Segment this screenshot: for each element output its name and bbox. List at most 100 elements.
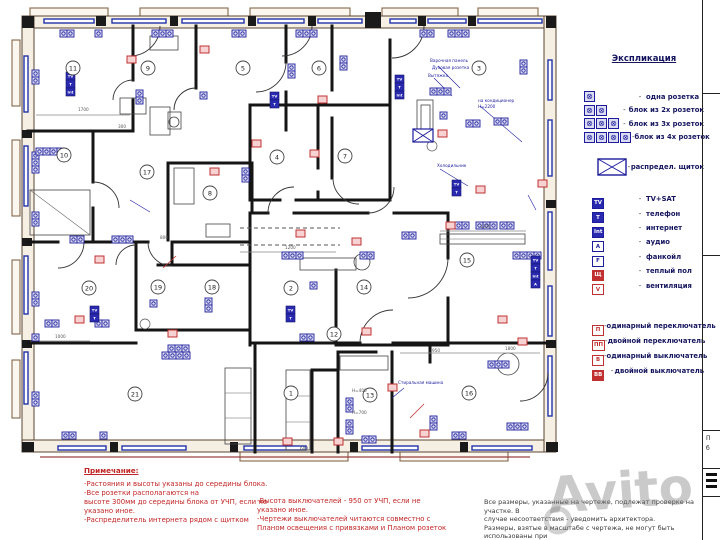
wall-pier xyxy=(418,16,426,26)
outlet-glyph xyxy=(453,433,458,438)
outlet-gang-icon: ⊗ xyxy=(584,104,595,116)
signal-outlet-letter: T xyxy=(398,85,401,90)
switch-icon: ПП xyxy=(592,339,606,351)
outlet-glyph xyxy=(347,399,352,404)
outlet-glyph xyxy=(127,237,132,242)
note-line: высоте 300мм до середины блока от УЧП, е… xyxy=(84,498,268,507)
outlet-symbol xyxy=(31,291,40,300)
outlet-symbol xyxy=(31,69,40,78)
outlet-glyph xyxy=(233,31,238,36)
signal-icon-wrap: Щ xyxy=(584,261,634,281)
legend-row: ⊗⊗⊗-блок из 3х розеток xyxy=(584,117,704,131)
outlet-symbol xyxy=(345,404,354,413)
signal-outlet-symbol xyxy=(394,90,405,100)
legend-dash: - xyxy=(638,238,642,247)
outlet-symbol xyxy=(69,235,78,244)
wall-pier xyxy=(546,200,556,208)
annotation-label: на кондиционер xyxy=(478,98,515,103)
outlet-glyph xyxy=(441,113,446,118)
window xyxy=(23,145,29,207)
outlet-icon: ⊗ xyxy=(584,91,634,103)
outlet-symbol xyxy=(238,29,247,38)
wall-pier xyxy=(365,12,381,28)
wall-pier xyxy=(468,16,476,26)
outlet-glyph xyxy=(33,220,38,225)
outlet-gang-icon: ⊗ xyxy=(584,131,595,143)
distribution-panel-symbol xyxy=(412,128,434,143)
room-number-circle xyxy=(283,280,299,296)
leader-line xyxy=(129,199,151,213)
signal-outlet-letter: A xyxy=(534,282,537,287)
outlet-symbol xyxy=(306,333,315,342)
outlet-symbol xyxy=(231,29,240,38)
switch-symbol xyxy=(517,337,528,346)
outlet-symbol xyxy=(51,319,60,328)
room-number-circle xyxy=(356,279,372,295)
room-number: 10 xyxy=(60,151,68,159)
outlet-symbol xyxy=(408,231,417,240)
outlet-symbol xyxy=(44,319,53,328)
signal-outlet-letter: T xyxy=(93,316,96,321)
note-line: указано иное. xyxy=(257,505,308,514)
outlet-symbol xyxy=(31,165,40,174)
outlet-symbol xyxy=(401,231,410,240)
notes-middle: -Высота выключателей - 950 от УЧП, если … xyxy=(257,497,465,533)
щ-icon: Щ xyxy=(592,269,604,281)
legend-dash: - xyxy=(623,106,626,115)
outlet-symbol xyxy=(451,431,460,440)
switch-symbol xyxy=(199,45,210,54)
outlet-symbol xyxy=(151,29,160,38)
outlet-glyph xyxy=(467,121,472,126)
legend-label: блок из 4х розеток xyxy=(634,133,710,142)
switch-symbol xyxy=(74,315,85,324)
note-line: указано иное. xyxy=(84,507,135,516)
legend-dash: - xyxy=(638,209,642,218)
leader-line xyxy=(527,194,537,211)
furniture xyxy=(173,167,195,205)
signal-outlet-letter: TV xyxy=(533,258,539,263)
legend-row: T-телефон xyxy=(584,206,704,224)
outlet-glyph xyxy=(484,223,489,228)
wall-pier xyxy=(546,442,558,452)
legend-dash: - xyxy=(638,281,642,290)
outlet-glyph xyxy=(33,167,38,172)
legend: Экспликация ⊗-одна розетка⊗⊗-блок из 2х … xyxy=(584,54,716,381)
outlet-symbol xyxy=(76,235,85,244)
facade-segment xyxy=(11,39,21,107)
signal-outlet-symbol xyxy=(530,279,541,289)
window xyxy=(121,445,187,451)
room-number: 15 xyxy=(463,256,471,264)
outlet-glyph xyxy=(37,149,42,154)
outlet-symbol xyxy=(161,351,170,360)
outlet-symbol xyxy=(174,344,183,353)
room-number-circle xyxy=(127,386,143,402)
room-number-circle xyxy=(283,385,299,401)
furniture xyxy=(205,223,231,238)
legend-row: V-вентиляция xyxy=(584,278,704,296)
outlet-gang-icon: ⊗ xyxy=(596,118,607,130)
legend-dash: - xyxy=(638,252,642,261)
outlet-symbol xyxy=(499,221,508,230)
titleblock-divider xyxy=(703,468,720,469)
switch-icon: П xyxy=(592,324,604,336)
signal-outlet-symbol xyxy=(269,99,280,109)
outlet-symbol xyxy=(309,281,318,290)
outlet-symbol xyxy=(31,391,40,400)
room-number: 5 xyxy=(241,64,245,72)
outlet-glyph xyxy=(33,160,38,165)
outlet-symbol xyxy=(42,147,51,156)
room-number-circle xyxy=(326,326,342,342)
wall-pier xyxy=(22,442,34,452)
outlet-glyph xyxy=(370,437,375,442)
switch-symbol xyxy=(209,167,220,176)
outlet-glyph xyxy=(44,149,49,154)
room-number-circle xyxy=(461,385,477,401)
door-arc xyxy=(407,257,449,299)
outlet-glyph xyxy=(363,437,368,442)
wall-pier xyxy=(96,16,106,26)
room-number: 8 xyxy=(208,189,212,197)
outlet-symbol xyxy=(501,360,510,369)
room-number: 9 xyxy=(146,64,150,72)
